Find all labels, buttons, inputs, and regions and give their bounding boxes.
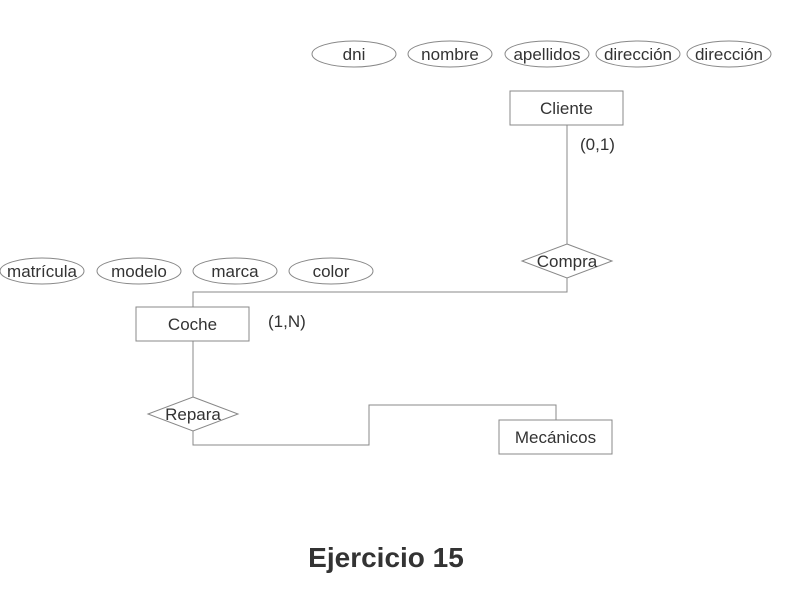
relationship-compra: Compra <box>520 243 614 279</box>
relationship-label: Repara <box>165 405 221 424</box>
attribute-label: matrícula <box>7 262 77 281</box>
attribute-marca: marca <box>192 257 278 285</box>
attribute-color: color <box>288 257 374 285</box>
attribute-label: dni <box>343 45 366 64</box>
entity-mecanicos: Mecánicos <box>498 419 613 455</box>
entity-label: Cliente <box>540 99 593 118</box>
attribute-dni: dni <box>311 40 397 68</box>
attribute-label: marca <box>211 262 259 281</box>
cardinality-cliente-compra: (0,1) <box>580 135 615 154</box>
attribute-label: apellidos <box>513 45 580 64</box>
relationship-repara: Repara <box>146 396 240 432</box>
entity-label: Coche <box>168 315 217 334</box>
entity-coche: Coche <box>135 306 250 342</box>
attribute-direccion-1: dirección <box>595 40 681 68</box>
entity-label: Mecánicos <box>515 428 596 447</box>
connector-compra-coche <box>192 278 568 307</box>
attribute-matricula: matrícula <box>0 257 85 285</box>
diagram-title: Ejercicio 15 <box>308 542 464 573</box>
attribute-apellidos: apellidos <box>504 40 590 68</box>
cardinality-coche-compra: (1,N) <box>268 312 306 331</box>
attribute-direccion-2: dirección <box>686 40 772 68</box>
attribute-label: dirección <box>695 45 763 64</box>
attribute-label: nombre <box>421 45 479 64</box>
attribute-label: modelo <box>111 262 167 281</box>
connector-repara-mecanicos <box>192 404 557 446</box>
relationship-label: Compra <box>537 252 598 271</box>
attribute-label: dirección <box>604 45 672 64</box>
attribute-label: color <box>313 262 350 281</box>
attribute-nombre: nombre <box>407 40 493 68</box>
attribute-modelo: modelo <box>96 257 182 285</box>
entity-cliente: Cliente <box>509 90 624 126</box>
